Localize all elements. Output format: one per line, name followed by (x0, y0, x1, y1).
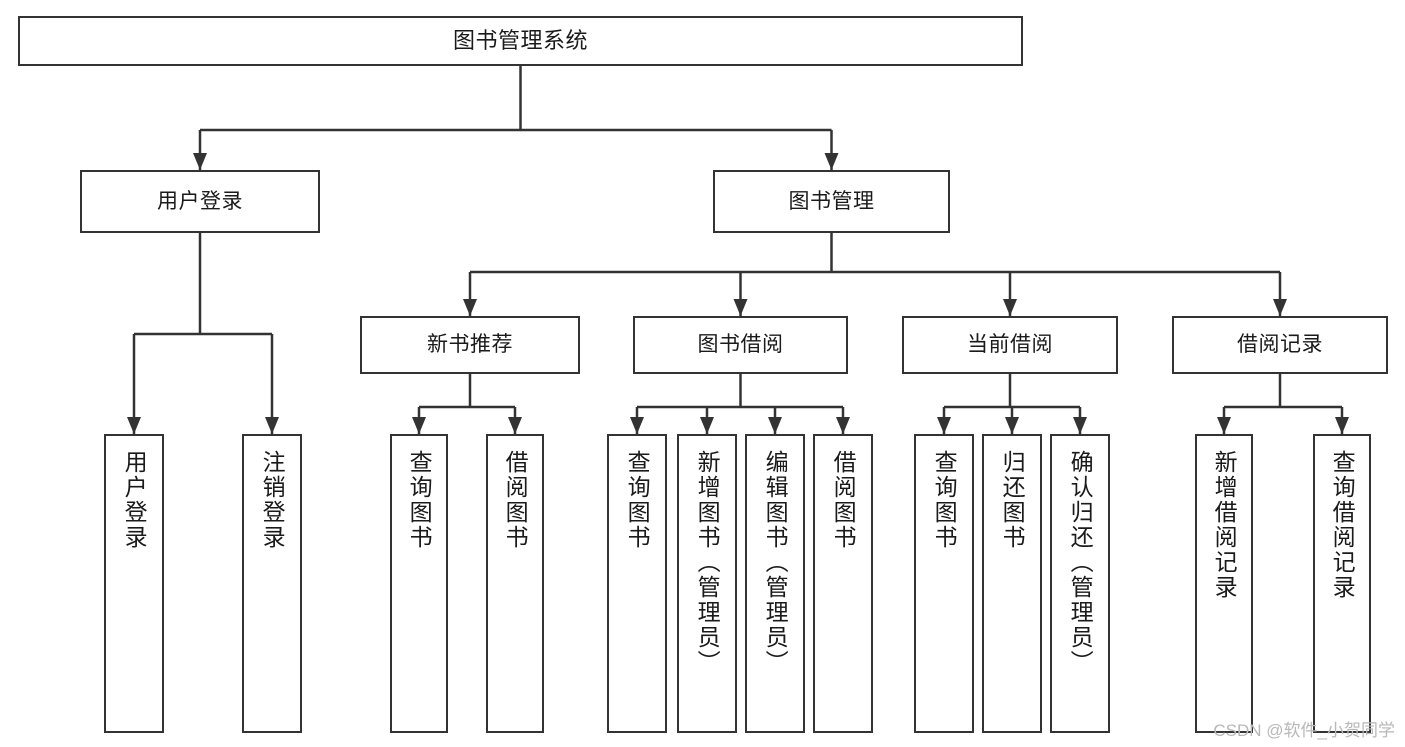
arrowhead-leaf_query_book_1 (412, 417, 426, 434)
node-root-label: 图书管理系统 (452, 27, 588, 53)
node-user-login-label: 用户登录 (157, 189, 243, 213)
leaf-query-book-2-label: 查询图书 (624, 450, 651, 550)
leaf-add-book[interactable]: 新增图书（管理员） (677, 434, 737, 733)
node-user-login[interactable]: 用户登录 (80, 170, 320, 233)
leaf-query-book-2[interactable]: 查询图书 (607, 434, 667, 733)
leaf-add-borrow-record-label: 新增借阅记录 (1211, 450, 1238, 600)
node-book-borrow-label: 图书借阅 (697, 333, 784, 357)
arrowhead-leaf_add_record (1217, 417, 1231, 434)
leaf-user-logout[interactable]: 注销登录 (242, 434, 302, 733)
leaf-query-borrow-record[interactable]: 查询借阅记录 (1313, 434, 1371, 733)
leaf-confirm-return-label: 确认归还（管理员） (1067, 450, 1094, 675)
node-book-manage-label: 图书管理 (788, 189, 875, 213)
leaf-borrow-book-1-label: 借阅图书 (502, 450, 529, 550)
leaf-user-logout-label: 注销登录 (259, 450, 286, 550)
leaf-edit-book[interactable]: 编辑图书（管理员） (745, 434, 805, 733)
csdn-watermark: CSDN @软件_小贺同学 (1213, 721, 1395, 740)
leaf-user-login[interactable]: 用户登录 (104, 434, 164, 733)
leaf-query-borrow-record-label: 查询借阅记录 (1329, 450, 1356, 600)
leaf-borrow-book-1[interactable]: 借阅图书 (486, 434, 544, 733)
arrowhead-user_login (193, 153, 207, 170)
arrowhead-leaf_edit_book (768, 417, 782, 434)
node-new-book-recommend-label: 新书推荐 (427, 333, 513, 357)
arrowhead-leaf_user_logout (265, 417, 279, 434)
leaf-return-book-label: 归还图书 (999, 450, 1026, 550)
arrowhead-leaf_confirm_return (1073, 417, 1087, 434)
arrowhead-leaf_add_book (700, 417, 714, 434)
node-current-borrow[interactable]: 当前借阅 (902, 316, 1118, 374)
leaf-return-book[interactable]: 归还图书 (982, 434, 1042, 733)
arrowhead-borrow_record (1273, 299, 1287, 316)
node-book-manage[interactable]: 图书管理 (713, 170, 950, 233)
arrowhead-leaf_user_login (127, 417, 141, 434)
arrowhead-leaf_query_record (1335, 417, 1349, 434)
arrowhead-leaf_query_book_3 (937, 417, 951, 434)
leaf-confirm-return[interactable]: 确认归还（管理员） (1050, 434, 1110, 733)
node-root[interactable]: 图书管理系统 (18, 16, 1023, 66)
leaf-add-borrow-record[interactable]: 新增借阅记录 (1195, 434, 1253, 733)
leaf-query-book-3[interactable]: 查询图书 (914, 434, 974, 733)
leaf-query-book-1[interactable]: 查询图书 (390, 434, 448, 733)
leaf-edit-book-label: 编辑图书（管理员） (762, 450, 789, 675)
leaf-borrow-book-2-label: 借阅图书 (830, 450, 857, 550)
leaf-borrow-book-2[interactable]: 借阅图书 (813, 434, 873, 733)
leaf-add-book-label: 新增图书（管理员） (694, 450, 721, 675)
arrowhead-leaf_borrow_book_2 (836, 417, 850, 434)
node-borrow-record-label: 借阅记录 (1237, 333, 1323, 357)
arrowhead-leaf_query_book_2 (630, 417, 644, 434)
node-borrow-record[interactable]: 借阅记录 (1172, 316, 1388, 374)
leaf-user-login-label: 用户登录 (121, 450, 148, 550)
arrowhead-book_borrow (733, 299, 748, 316)
arrowhead-new_book_rec (463, 299, 477, 316)
node-current-borrow-label: 当前借阅 (967, 333, 1053, 357)
node-new-book-recommend[interactable]: 新书推荐 (360, 316, 580, 374)
arrowhead-current_borrow (1003, 299, 1017, 316)
arrowhead-book_manage (824, 153, 839, 170)
node-book-borrow[interactable]: 图书借阅 (633, 316, 848, 374)
leaf-query-book-3-label: 查询图书 (931, 450, 958, 550)
arrowhead-leaf_return_book (1005, 417, 1019, 434)
leaf-query-book-1-label: 查询图书 (406, 450, 433, 550)
arrowhead-leaf_borrow_book_1 (508, 417, 522, 434)
